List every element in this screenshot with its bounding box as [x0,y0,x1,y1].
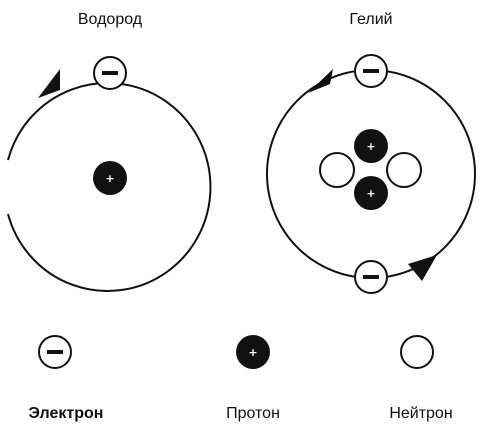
helium-orbit-arrow-bottom-icon [408,255,437,281]
hydrogen-atom: + [7,56,212,292]
legend-proton-label: Протон [226,405,280,422]
helium-neutron-left [319,152,355,188]
minus-icon [363,275,379,279]
hydrogen-electron [93,56,127,90]
helium-atom: + + [266,54,476,294]
legend-neutron-symbol [400,335,434,369]
helium-neutron-right [386,152,422,188]
plus-icon: + [366,140,375,153]
minus-icon [102,71,118,75]
plus-icon: + [366,187,375,200]
helium-orbit-arrow-top-icon [308,69,333,93]
hydrogen-title: Водород [78,11,143,28]
minus-icon [47,350,63,354]
helium-title: Гелий [349,11,392,28]
minus-icon [363,69,379,73]
plus-icon: + [248,346,257,359]
legend-electron-symbol [38,335,72,369]
legend: + Электрон Протон Нейтрон [29,335,453,422]
helium-electron-top [354,54,388,88]
helium-proton-top: + [354,129,388,163]
hydrogen-orbit-arrow-icon [38,69,60,98]
helium-electron-bottom [354,260,388,294]
plus-icon: + [105,172,114,185]
legend-electron-label: Электрон [29,405,104,422]
hydrogen-orbit [7,82,212,292]
helium-proton-bottom: + [354,176,388,210]
legend-proton-symbol: + [236,335,270,369]
helium-orbit [266,69,476,279]
legend-neutron-label: Нейтрон [389,405,452,422]
hydrogen-proton: + [93,161,127,195]
